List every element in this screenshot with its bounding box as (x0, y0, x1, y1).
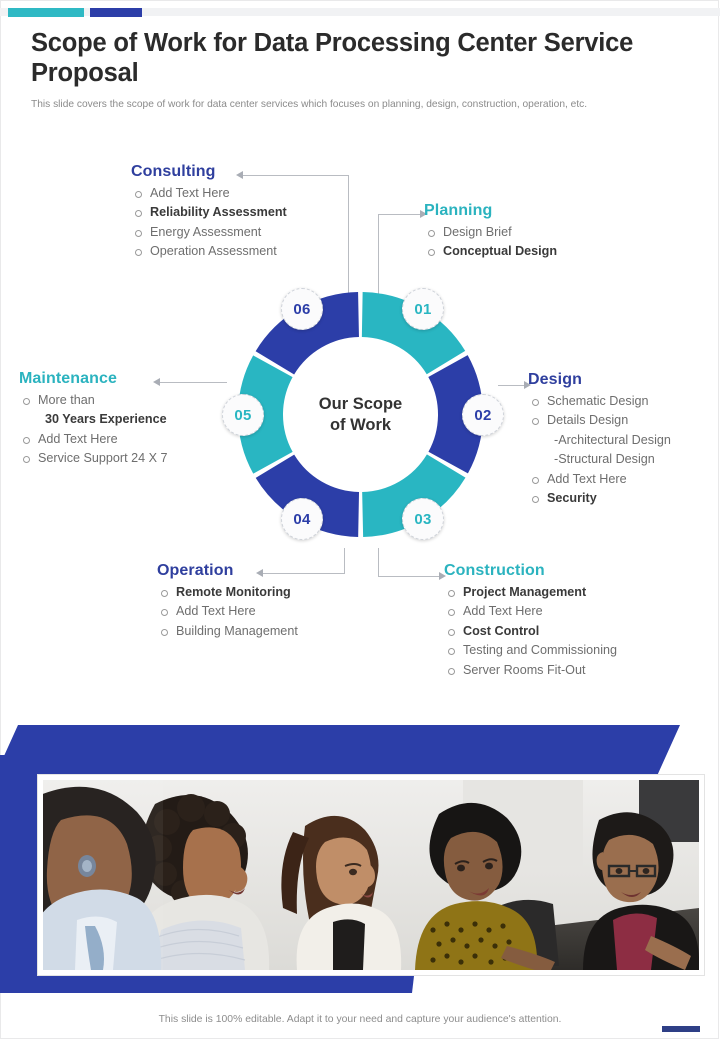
connector-operation-vertical (344, 548, 345, 573)
list-item: Cost Control (444, 622, 617, 641)
list-item: More than (19, 391, 168, 410)
connector-consulting-arrow (236, 171, 243, 179)
list-item: Details Design (528, 411, 671, 430)
list-item: Design Brief (424, 223, 557, 242)
connector-design-arrow (524, 381, 531, 389)
footer-note: This slide is 100% editable. Adapt it to… (158, 1014, 562, 1025)
connector-construction-arrow (439, 572, 446, 580)
meeting-photo (43, 780, 699, 970)
donut-center-line2: of Work (329, 415, 392, 434)
badge-04[interactable]: 04 (281, 498, 323, 540)
section-consulting-list: Add Text Here Reliability Assessment Ene… (131, 184, 287, 262)
list-item: -Structural Design (554, 452, 655, 467)
list-item: Building Management (157, 622, 298, 641)
meeting-photo-illustration (43, 780, 699, 970)
connector-operation-arrow (256, 569, 263, 577)
photo-frame (38, 775, 704, 975)
badge-01-label: 01 (414, 300, 432, 318)
donut-segment-02 (238, 292, 483, 537)
list-item: Add Text Here (131, 184, 287, 203)
list-item: Energy Assessment (131, 223, 287, 242)
top-accent-navy (90, 8, 142, 17)
connector-planning-horizontal (378, 214, 420, 215)
page-title: Scope of Work for Data Processing Center… (31, 29, 634, 87)
section-construction: Construction Project Management Add Text… (444, 562, 617, 680)
badge-02-label: 02 (474, 406, 492, 424)
badge-05[interactable]: 05 (222, 394, 264, 436)
connector-construction-horizontal (378, 576, 439, 577)
connector-consulting-horizontal (243, 175, 349, 176)
page-subtitle: This slide covers the scope of work for … (31, 99, 588, 110)
badge-02[interactable]: 02 (462, 394, 504, 436)
section-maintenance: Maintenance More than 30 Years Experienc… (19, 370, 168, 469)
bottom-accent-navy (662, 1026, 700, 1032)
donut-segment-01 (238, 292, 483, 537)
badge-06[interactable]: 06 (281, 288, 323, 330)
list-item: Add Text Here (157, 602, 298, 621)
section-consulting: Consulting Add Text Here Reliability Ass… (131, 163, 287, 262)
list-item: Security (528, 489, 671, 508)
section-maintenance-list: More than 30 Years Experience Add Text H… (19, 391, 168, 469)
badge-01[interactable]: 01 (402, 288, 444, 330)
list-item: Service Support 24 X 7 (19, 449, 168, 468)
list-item: Add Text Here (444, 602, 617, 621)
section-design: Design Schematic Design Details Design -… (528, 371, 671, 508)
top-rail (0, 8, 720, 16)
connector-consulting-vertical (348, 175, 349, 303)
connector-planning-vertical (378, 214, 379, 304)
top-accent-teal (8, 8, 84, 17)
list-item: Add Text Here (528, 470, 671, 489)
donut-center-line1: Our Scope (318, 394, 403, 413)
section-consulting-heading: Consulting (131, 163, 216, 180)
donut-center-label: Our Scope of Work (281, 394, 441, 436)
badge-04-label: 04 (293, 510, 311, 528)
badge-03[interactable]: 03 (402, 498, 444, 540)
section-operation: Operation Remote Monitoring Add Text Her… (157, 562, 298, 641)
list-item: Conceptual Design (424, 242, 557, 261)
connector-construction-vertical (378, 548, 379, 576)
section-planning-list: Design Brief Conceptual Design (424, 223, 557, 262)
list-item: Remote Monitoring (157, 583, 298, 602)
scope-donut-chart: Our Scope of Work (228, 282, 493, 547)
section-design-list: Schematic Design Details Design -Archite… (528, 392, 671, 508)
section-operation-heading: Operation (157, 562, 234, 579)
list-item: Server Rooms Fit-Out (444, 661, 617, 680)
list-item: Testing and Commissioning (444, 641, 617, 660)
list-item: Schematic Design (528, 392, 671, 411)
section-planning-heading: Planning (424, 202, 493, 219)
list-item: Reliability Assessment (131, 203, 287, 222)
section-construction-list: Project Management Add Text Here Cost Co… (444, 583, 617, 680)
section-operation-list: Remote Monitoring Add Text Here Building… (157, 583, 298, 641)
list-item: Project Management (444, 583, 617, 602)
connector-maintenance-horizontal (160, 382, 227, 383)
badge-05-label: 05 (234, 406, 252, 424)
list-item: Add Text Here (19, 430, 168, 449)
section-design-heading: Design (528, 371, 582, 388)
section-maintenance-heading: Maintenance (19, 370, 118, 387)
connector-operation-horizontal (263, 573, 345, 574)
connector-planning-arrow (420, 210, 427, 218)
list-item: 30 Years Experience (45, 412, 167, 427)
section-planning: Planning Design Brief Conceptual Design (424, 202, 557, 262)
section-construction-heading: Construction (444, 562, 545, 579)
badge-03-label: 03 (414, 510, 432, 528)
connector-design-horizontal (498, 385, 524, 386)
connector-maintenance-arrow (153, 378, 160, 386)
badge-06-label: 06 (293, 300, 311, 318)
list-item: -Architectural Design (554, 432, 671, 447)
list-item: Operation Assessment (131, 242, 287, 261)
